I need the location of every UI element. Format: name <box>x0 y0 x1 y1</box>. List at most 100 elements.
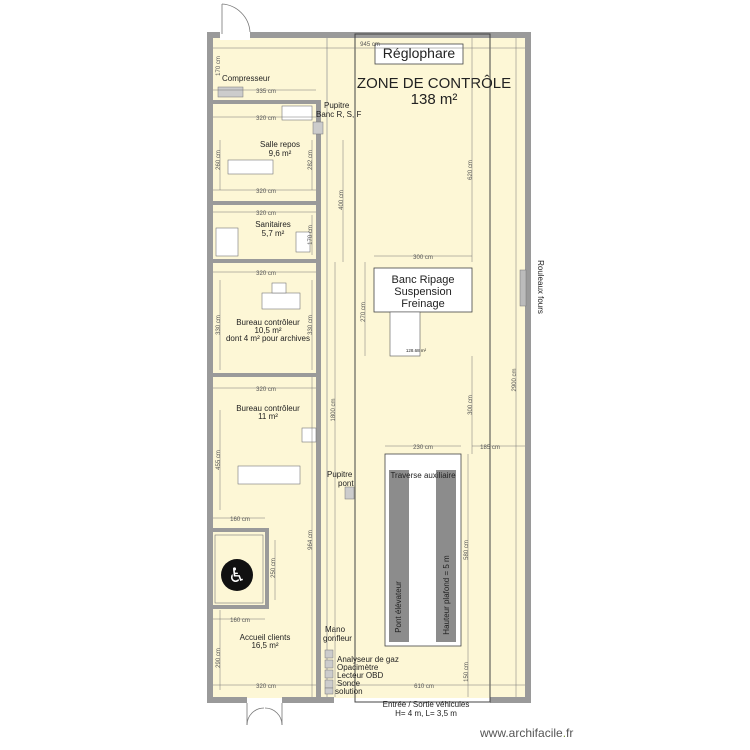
dim-400: 400 cm <box>339 190 345 210</box>
dim-320-d: 320 cm <box>256 271 276 277</box>
equip-solution: solution <box>335 687 363 696</box>
rouleaux-bar <box>519 269 527 307</box>
watermark-pre: www.archifacile <box>480 726 563 740</box>
dim-330-a: 330 cm <box>216 315 222 335</box>
dim-1800: 1800 cm <box>331 398 337 421</box>
watermark-post: fr <box>566 726 574 740</box>
traverse-label: Traverse auxiliaire <box>390 471 456 480</box>
dim-250: 250 cm <box>271 558 277 578</box>
dim-300-b: 300 cm <box>468 395 474 415</box>
banc-line-2: Suspension <box>394 286 452 298</box>
banc-line-1: Banc Ripage <box>392 274 455 286</box>
watermark-dot: . <box>562 726 567 740</box>
dim-170-b: 170 cm <box>216 56 222 76</box>
salle-repos-name: Salle repos <box>260 140 300 149</box>
equip-sonde: Sonde <box>337 679 361 688</box>
dim-185: 185 cm <box>480 445 500 451</box>
banc-area-label: 128.68 m² <box>406 348 427 353</box>
banc-pit <box>389 311 421 357</box>
accueil-area: 16,5 m² <box>251 641 278 650</box>
dim-610: 610 cm <box>414 684 434 690</box>
mano-2: gonfleur <box>323 634 352 643</box>
banc-box <box>373 267 473 313</box>
equipment-icons <box>324 649 334 695</box>
dim-320-f: 320 cm <box>256 684 276 690</box>
pupitre-pont-desk <box>344 486 355 500</box>
dim-160-a: 160 cm <box>230 517 250 523</box>
dim-270: 270 cm <box>361 302 367 322</box>
pupitre-top-1: Pupitre <box>324 101 350 110</box>
dim-335: 335 cm <box>256 89 276 95</box>
reglophare-label: Réglophare <box>383 45 456 61</box>
dim-260: 260 cm <box>216 150 222 170</box>
banc-line-3: Freinage <box>401 298 444 310</box>
dim-300-a: 300 cm <box>413 255 433 261</box>
lift-rail-right <box>436 470 456 642</box>
bureau2-area: 11 m² <box>258 412 278 421</box>
bureau1-name: Bureau contrôleur <box>236 318 300 327</box>
sanitaires-name: Sanitaires <box>255 220 291 229</box>
floor-area <box>212 38 526 698</box>
bureau1-area: 10,5 m² <box>254 326 281 335</box>
dim-170: 170 cm <box>308 225 314 245</box>
dim-945: 945 cm <box>360 42 380 48</box>
dim-320-a: 320 cm <box>256 116 276 122</box>
dim-320-c: 320 cm <box>256 211 276 217</box>
mano-1: Mano <box>325 625 346 634</box>
pupitre-pont-1: Pupitre <box>327 470 353 479</box>
pupitre-banc-desk <box>312 121 324 135</box>
dim-290: 290 cm <box>216 648 222 668</box>
accessible-wc-box <box>214 534 264 604</box>
dim-455: 455 cm <box>216 450 222 470</box>
bureau1-desk <box>261 292 301 310</box>
top-door[interactable] <box>221 3 251 34</box>
dim-320-e: 320 cm <box>256 387 276 393</box>
control-zone <box>354 33 491 703</box>
salle-repos-area: 9,6 m² <box>269 149 292 158</box>
entree-line-2: H= 4 m, L= 3,5 m <box>395 709 457 718</box>
kitchen-counter <box>281 105 313 121</box>
equip-gaz: Analyseur de gaz <box>337 655 399 664</box>
dim-150: 150 cm <box>464 662 470 682</box>
dim-160-b: 160 cm <box>230 618 250 624</box>
dim-282: 282 cm <box>308 150 314 170</box>
reglophare-box <box>374 43 464 65</box>
partitions <box>213 100 321 697</box>
dim-580: 580 cm <box>464 540 470 560</box>
bottom-door[interactable] <box>246 703 283 726</box>
entree-line-1: Entrée / Sortie véhicules <box>383 700 470 709</box>
sofa <box>227 159 274 175</box>
pont-elevateur-label: Pont élévateur <box>394 581 403 633</box>
top-door-gap <box>220 30 250 40</box>
watermark: www.archifacile.fr <box>480 726 573 740</box>
bureau1-archives: dont 4 m² pour archives <box>226 334 310 343</box>
accueil-name: Accueil clients <box>240 633 291 642</box>
zone-title: ZONE DE CONTRÔLE <box>357 75 511 92</box>
rouleaux-label: Rouleaux fours <box>536 260 545 314</box>
dim-230: 230 cm <box>413 445 433 451</box>
dim-330-b: 330 cm <box>308 315 314 335</box>
hauteur-label: Hauteur plafond = 5 m <box>442 555 451 635</box>
bureau1-chair <box>271 282 287 294</box>
dim-2900: 2900 cm <box>512 368 518 391</box>
wheelchair-icon-bg <box>221 559 253 591</box>
dim-620: 620 cm <box>468 160 474 180</box>
bureau2-name: Bureau contrôleur <box>236 404 300 413</box>
dim-964: 964 cm <box>308 530 314 550</box>
pupitre-top-2: Banc R, S, F <box>316 110 361 119</box>
toilet <box>295 231 311 253</box>
wheelchair-icon: ♿ <box>228 563 246 587</box>
zone-area: 138 m² <box>411 91 458 108</box>
shower <box>215 227 239 257</box>
dimension-lines <box>213 38 525 697</box>
compresseur-unit <box>217 86 244 98</box>
lift-rail-left <box>389 470 409 642</box>
equip-opacimetre: Opacimètre <box>337 663 379 672</box>
compresseur-label: Compresseur <box>222 74 270 83</box>
outer-walls <box>207 32 531 703</box>
equip-obd: Lecteur OBD <box>337 671 383 680</box>
bureau2-cabinet <box>301 427 317 443</box>
pupitre-pont-2: pont <box>338 479 354 488</box>
dim-320-b: 320 cm <box>256 189 276 195</box>
